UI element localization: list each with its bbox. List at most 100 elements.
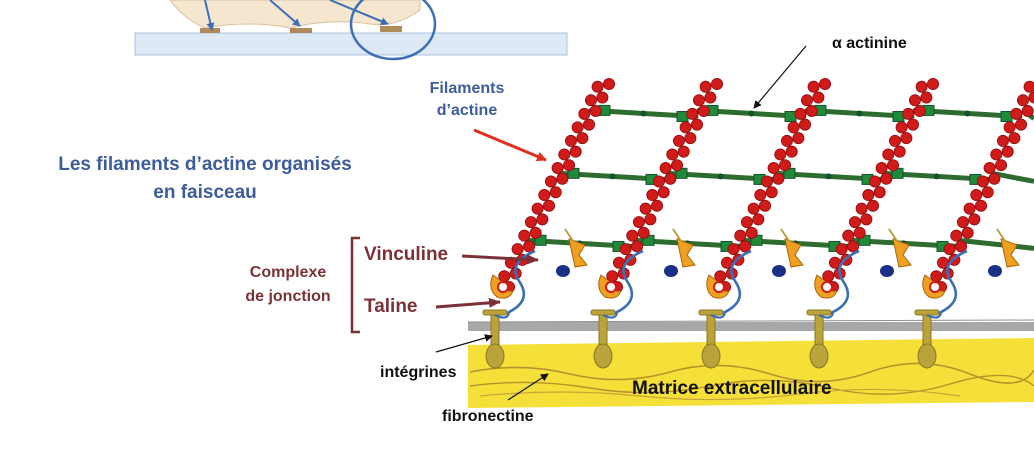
actin-bead [538, 189, 551, 202]
actin-bead [543, 199, 556, 212]
vinculin-piece [568, 238, 588, 268]
actin-bead [637, 226, 650, 239]
actin-bead [518, 229, 531, 242]
actin-bead [988, 172, 1001, 185]
actin-bead [767, 161, 780, 174]
actin-bead [968, 213, 981, 226]
fibronectin-strand [479, 388, 961, 401]
actin-bead [895, 121, 908, 134]
anchor-ring [929, 281, 941, 293]
adapter-protein [772, 265, 786, 277]
actin-bead [551, 161, 564, 174]
actin-bead [970, 189, 983, 202]
actin-bead [927, 77, 940, 90]
actin-bead [699, 80, 712, 93]
actin-bead [646, 189, 659, 202]
title-line-1: Les filaments d’actine organisés [58, 154, 352, 175]
matrice-extracellulaire-label: Matrice extracellulaire [632, 378, 832, 399]
actin-bead [875, 161, 888, 174]
actin-bead [632, 216, 645, 229]
alpha-actinin-domain [676, 111, 689, 123]
actin-bead [908, 94, 921, 107]
junction-complex-layer [490, 228, 1020, 319]
taline-arrow [435, 297, 501, 309]
actin-bead [558, 148, 571, 161]
fibronectin-strand [469, 362, 1034, 384]
actin-bead [950, 229, 963, 242]
actin-bead [847, 240, 860, 253]
actin-bead [867, 199, 880, 212]
actin-bead [697, 105, 710, 118]
alpha-actinine-label: α actinine [832, 35, 907, 52]
cell-inset [134, 0, 568, 61]
actin-bead [1021, 105, 1034, 118]
actin-bead [975, 199, 988, 212]
actin-bead [819, 77, 832, 90]
anchor-ring [713, 281, 725, 293]
alpha-actinin-center [609, 173, 616, 180]
actin-bead [907, 118, 920, 131]
actin-bead [848, 216, 861, 229]
fibronectin-strand [469, 374, 1034, 395]
actin-bead [961, 226, 974, 239]
anchor-ring [605, 281, 617, 293]
actin-bead [873, 186, 886, 199]
actin-bead [536, 213, 549, 226]
alpha-actinin-domain [892, 111, 905, 123]
vinculine-label: Vinculine [364, 244, 449, 265]
actin-bead [619, 243, 632, 256]
actin-bead [792, 132, 805, 145]
complexe-line-2: de jonction [245, 288, 331, 306]
actin-bead [1008, 132, 1021, 145]
actin-bead [955, 240, 968, 253]
actin-bead [556, 172, 569, 185]
actin-bead [812, 91, 825, 104]
integrines-label: intégrines [380, 364, 457, 381]
actin-bead [679, 121, 692, 134]
alpha-actinin-domain [1000, 111, 1013, 123]
actin-bead [747, 202, 760, 215]
actin-bead [1016, 94, 1029, 107]
talin-strand [722, 249, 752, 315]
actin-bead [868, 175, 881, 188]
actin-bead [882, 148, 895, 161]
integrines-arrow [435, 334, 493, 353]
actin-bead [529, 226, 542, 239]
complexe-line-1: Complexe [249, 264, 327, 281]
linker [780, 228, 790, 242]
adapter-protein [664, 265, 678, 277]
actin-bead [739, 240, 752, 253]
actin-bead [842, 229, 855, 242]
actin-bead [1028, 91, 1034, 104]
vinculin-piece [676, 238, 696, 268]
integrin-cap [914, 309, 940, 316]
alpha-actinin-center [933, 173, 940, 180]
actin-bead [549, 186, 562, 199]
alpha-actinin-center [825, 173, 832, 180]
membrane-bar [468, 322, 1034, 331]
actin-bead [855, 202, 868, 215]
actin-bead [576, 132, 589, 145]
anchor-ring [497, 281, 509, 293]
actin-bead [644, 213, 657, 226]
talin-strand [926, 312, 943, 319]
actin-bead [727, 243, 740, 256]
adapter-protein [880, 265, 894, 277]
actin-bead [888, 134, 901, 147]
integrin-cap [590, 309, 616, 316]
actin-bead [794, 107, 807, 120]
actin-bead [651, 199, 664, 212]
alpha-actinin-domain [784, 111, 797, 123]
alpha-actinin-center [964, 110, 971, 117]
focus-circle [349, 0, 437, 61]
talin-strand [818, 312, 835, 319]
contact-point [380, 26, 402, 32]
actin-bead [564, 134, 577, 147]
actin-bead [740, 216, 753, 229]
actin-bead [652, 175, 665, 188]
actin-bead [765, 186, 778, 199]
actin-bead [591, 80, 604, 93]
contact-point [200, 28, 220, 33]
talin-strand [938, 249, 968, 315]
